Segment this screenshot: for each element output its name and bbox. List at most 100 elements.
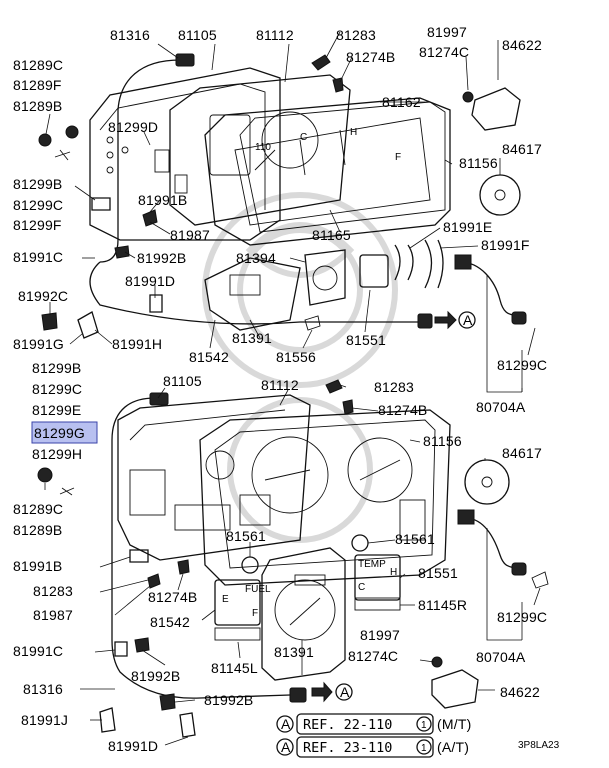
svg-text:H: H xyxy=(350,127,357,138)
part-label[interactable]: 81391 xyxy=(232,330,272,346)
part-label[interactable]: 81992B xyxy=(204,692,253,708)
part-label[interactable]: 81274B xyxy=(148,589,197,605)
part-label[interactable]: 81289C xyxy=(13,57,63,73)
part-label[interactable]: 81156 xyxy=(423,433,462,449)
bulb-socket-icon xyxy=(65,125,79,139)
highlighted-part-label[interactable]: 81299G xyxy=(34,425,85,441)
part-label[interactable]: 81394 xyxy=(236,250,276,266)
part-label[interactable]: 81987 xyxy=(33,607,73,623)
part-label[interactable]: 81991J xyxy=(21,712,68,728)
svg-text:H: H xyxy=(390,567,397,578)
part-label[interactable]: 81991D xyxy=(125,273,175,289)
part-label[interactable]: 81991F xyxy=(481,237,530,253)
upper-leader-lines xyxy=(45,31,536,356)
part-label[interactable]: 81112 xyxy=(256,27,294,43)
part-label[interactable]: 81283 xyxy=(374,379,414,395)
part-label[interactable]: 81551 xyxy=(346,332,386,348)
part-label[interactable]: 81561 xyxy=(226,528,266,544)
svg-text:E: E xyxy=(222,594,229,605)
part-label[interactable]: 81165 xyxy=(312,227,351,243)
svg-text:TEMP: TEMP xyxy=(358,559,386,570)
part-label[interactable]: 81991D xyxy=(108,738,158,754)
part-label[interactable]: 81542 xyxy=(150,614,190,630)
part-label[interactable]: 81316 xyxy=(110,27,150,43)
part-label[interactable]: 81105 xyxy=(178,27,217,43)
reference-2[interactable]: A REF. 23-110 1 (A/T) xyxy=(276,736,469,758)
part-label[interactable]: 81299B xyxy=(13,176,62,192)
part-label[interactable]: 81991G xyxy=(13,336,64,352)
part-label[interactable]: 81289B xyxy=(13,98,62,114)
part-label[interactable]: 84622 xyxy=(502,37,542,53)
lower-leader-lines xyxy=(44,384,541,746)
part-label[interactable]: 81992C xyxy=(18,288,68,304)
part-label[interactable]: 81145L xyxy=(211,660,258,676)
highlighted-part-box[interactable] xyxy=(31,421,98,444)
ref-note: (M/T) xyxy=(437,716,471,732)
part-label[interactable]: 81299C xyxy=(497,609,547,625)
part-label[interactable]: 81991C xyxy=(13,643,63,659)
arrow-right-icon xyxy=(311,681,333,703)
part-label[interactable]: 81299E xyxy=(32,402,81,418)
part-label[interactable]: 81299D xyxy=(108,119,158,135)
ref-circled-number: 1 xyxy=(421,720,427,731)
part-label[interactable]: 81274C xyxy=(419,44,469,60)
part-label[interactable]: 81299B xyxy=(32,360,81,376)
part-label[interactable]: 81391 xyxy=(274,644,314,660)
bulb-icon xyxy=(462,91,474,103)
part-label[interactable]: 81991B xyxy=(13,558,62,574)
part-label[interactable]: 81542 xyxy=(189,349,229,365)
ref-marker: A xyxy=(281,739,291,755)
part-label[interactable]: 81987 xyxy=(170,227,210,243)
arrow-right-icon xyxy=(434,310,457,330)
svg-text:C: C xyxy=(358,582,365,593)
part-label[interactable]: 81274B xyxy=(346,49,395,65)
svg-text:F: F xyxy=(395,152,401,163)
part-label[interactable]: 81112 xyxy=(261,377,299,393)
part-label[interactable]: 81991B xyxy=(138,192,187,208)
part-label[interactable]: 81105 xyxy=(163,373,202,389)
ref-circled-number: 1 xyxy=(421,743,427,754)
part-label[interactable]: 81299C xyxy=(497,357,547,373)
part-label[interactable]: 81283 xyxy=(33,583,73,599)
part-label[interactable]: 81992B xyxy=(131,668,180,684)
sensor-connector-lower xyxy=(457,509,475,525)
part-label[interactable]: 81299C xyxy=(13,197,63,213)
sensor-body-upper xyxy=(511,311,527,325)
part-label[interactable]: 81997 xyxy=(360,627,400,643)
part-label[interactable]: 81289C xyxy=(13,501,63,517)
part-label[interactable]: 81299C xyxy=(32,381,82,397)
part-label[interactable]: 81316 xyxy=(23,681,63,697)
part-label[interactable]: 80704A xyxy=(476,649,526,665)
part-label[interactable]: 81299H xyxy=(32,446,82,462)
bulb-socket-icon xyxy=(38,133,52,147)
cable-meter-end-lower xyxy=(289,687,307,703)
sensor-connector-upper xyxy=(454,254,472,270)
part-label[interactable]: 81991E xyxy=(443,219,492,235)
reference-1[interactable]: A REF. 22-110 1 (M/T) xyxy=(276,713,471,735)
part-label[interactable]: 81289B xyxy=(13,522,62,538)
part-label[interactable]: 81274C xyxy=(348,648,398,664)
part-label[interactable]: 81162 xyxy=(382,94,421,110)
arrow-marker-label: A xyxy=(340,684,350,700)
part-label[interactable]: 81991H xyxy=(112,336,162,352)
part-label[interactable]: 81992B xyxy=(137,250,186,266)
part-label[interactable]: 81997 xyxy=(427,24,467,40)
part-label[interactable]: 84617 xyxy=(502,141,542,157)
part-label[interactable]: 81561 xyxy=(395,531,435,547)
part-label[interactable]: 81156 xyxy=(459,155,498,171)
part-label[interactable]: 81289F xyxy=(13,77,62,93)
part-label[interactable]: 81145R xyxy=(418,597,467,613)
part-label[interactable]: 84622 xyxy=(500,684,540,700)
part-label[interactable]: 81991C xyxy=(13,249,63,265)
part-label[interactable]: 81551 xyxy=(418,565,458,581)
part-label[interactable]: 81299F xyxy=(13,217,62,233)
sensor-body-lower xyxy=(511,562,527,576)
part-label[interactable]: 81274B xyxy=(378,402,427,418)
part-label[interactable]: 81556 xyxy=(276,349,316,365)
part-label[interactable]: 84617 xyxy=(502,445,542,461)
part-label[interactable]: 80704A xyxy=(476,399,526,415)
cable-end-fitting-lower xyxy=(149,392,169,406)
part-label[interactable]: 81283 xyxy=(336,27,376,43)
buzzer-unit-lower xyxy=(431,669,479,709)
